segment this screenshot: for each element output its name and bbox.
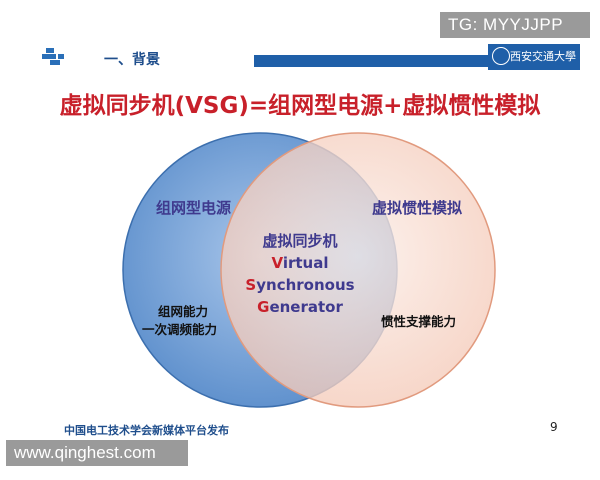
slide-footer: 中国电工技术学会新媒体平台发布 bbox=[64, 424, 229, 437]
left-circle-line-2: 一次调频能力 bbox=[142, 322, 218, 337]
slide-title: 虚拟同步机(VSG)=组网型电源+虚拟惯性模拟 bbox=[59, 93, 541, 119]
intersection-label: 虚拟同步机 bbox=[262, 232, 338, 250]
watermark-url: www.qinghest.com bbox=[6, 440, 188, 466]
word-virtual: Virtual bbox=[271, 254, 329, 272]
page-number: 9 bbox=[550, 420, 558, 434]
right-circle-line-1: 惯性支撑能力 bbox=[381, 314, 457, 329]
intersection-text: 虚拟同步机 Virtual Synchronous Generator bbox=[236, 230, 364, 318]
header-bar bbox=[254, 55, 488, 67]
right-circle-label: 虚拟惯性模拟 bbox=[372, 199, 463, 217]
university-seal-icon bbox=[492, 47, 510, 65]
left-circle-label: 组网型电源 bbox=[156, 199, 232, 217]
logo-icon bbox=[42, 48, 64, 65]
section-title: 一、背景 bbox=[104, 52, 160, 68]
right-circle bbox=[220, 132, 496, 408]
watermark-tg: TG: MYYJJPP bbox=[440, 12, 590, 38]
left-circle-line-1: 组网能力 bbox=[158, 304, 209, 319]
word-generator: Generator bbox=[257, 298, 343, 316]
word-synchronous: Synchronous bbox=[245, 276, 355, 294]
